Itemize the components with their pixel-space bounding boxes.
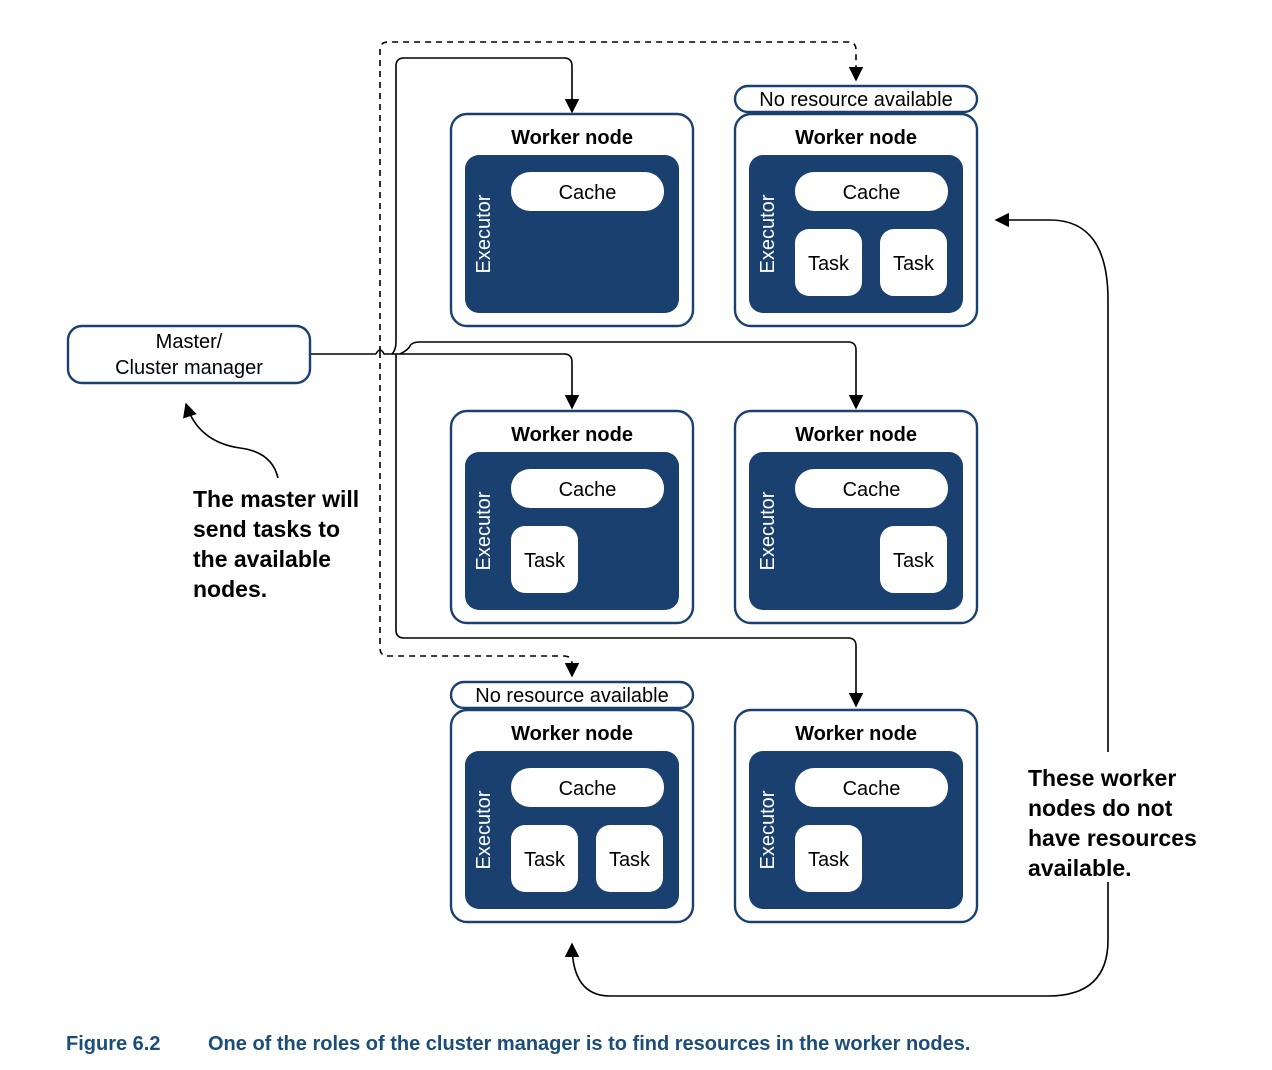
cache-box: [795, 768, 948, 807]
connector-hop: [375, 349, 392, 355]
cache-box: [511, 469, 664, 508]
worker-node-title: Worker node: [795, 127, 917, 149]
no-resource-badge-outline: [733, 84, 979, 114]
cache-box: [511, 768, 664, 807]
solid-connector-mid-right: [399, 341, 864, 410]
no-resource-badge-outline: [449, 680, 695, 710]
worker-note-line: nodes do not: [1028, 795, 1173, 821]
cache-label: Cache: [843, 182, 901, 204]
master-note-arrow: [183, 402, 279, 479]
worker-note-line: available.: [1028, 855, 1132, 881]
solid-connector-bottom-right: [395, 354, 864, 708]
executor-label: Executor: [757, 194, 779, 273]
task-label: Task: [808, 849, 850, 871]
caption-text: One of the roles of the cluster manager …: [208, 1033, 970, 1055]
master-label-line1: Master/: [156, 331, 223, 353]
worker-note-line: have resources: [1028, 825, 1197, 851]
dashed-connector-bottom: [379, 352, 580, 678]
executor-label: Executor: [473, 194, 495, 273]
task-label: Task: [893, 253, 935, 275]
master-note-line: the available: [193, 546, 331, 572]
no-resource-badge: No resource available: [759, 89, 952, 111]
executor-label: Executor: [473, 790, 495, 869]
solid-connector-mid-left: [392, 353, 580, 410]
task-label: Task: [609, 849, 651, 871]
figure-caption: Figure 6.2 One of the roles of the clust…: [66, 1033, 970, 1055]
dashed-connector-top: [379, 41, 864, 352]
task-label: Task: [808, 253, 850, 275]
executor-label: Executor: [757, 491, 779, 570]
task-box: [511, 825, 578, 892]
master-note-line: nodes.: [193, 576, 267, 602]
solid-connector-top-left: [391, 57, 580, 355]
task-box: [596, 825, 663, 892]
master-note: The master will send tasks to the availa…: [193, 486, 359, 602]
no-resource-badge: No resource available: [475, 685, 668, 707]
master-note-line: The master will: [193, 486, 359, 512]
caption-label: Figure 6.2: [66, 1033, 160, 1055]
master-box: Master/ Cluster manager: [66, 324, 312, 385]
worker-node-title: Worker node: [795, 723, 917, 745]
worker-node-title: Worker node: [511, 424, 633, 446]
master-box-outline: [66, 324, 312, 385]
task-box: [795, 825, 862, 892]
worker-node-title: Worker node: [795, 424, 917, 446]
worker-node-title: Worker node: [511, 723, 633, 745]
executor-label: Executor: [757, 790, 779, 869]
worker-note-line: These worker: [1028, 765, 1176, 791]
worker-note: These worker nodes do not have resources…: [1028, 765, 1197, 881]
cache-label: Cache: [843, 778, 901, 800]
task-label: Task: [524, 550, 566, 572]
task-box: [880, 526, 947, 593]
cache-label: Cache: [559, 479, 617, 501]
cache-label: Cache: [559, 182, 617, 204]
worker-note-arrow-down: [564, 882, 1109, 997]
task-label: Task: [524, 849, 566, 871]
executor-label: Executor: [473, 491, 495, 570]
task-box: [795, 229, 862, 296]
task-label: Task: [893, 550, 935, 572]
master-note-line: send tasks to: [193, 516, 340, 542]
master-label-line2: Cluster manager: [115, 357, 263, 379]
task-box: [511, 526, 578, 593]
cache-box: [511, 172, 664, 211]
cache-label: Cache: [559, 778, 617, 800]
cache-box: [795, 469, 948, 508]
worker-node-title: Worker node: [511, 127, 633, 149]
cache-box: [795, 172, 948, 211]
task-box: [880, 229, 947, 296]
cache-label: Cache: [843, 479, 901, 501]
connectors: [183, 41, 1109, 997]
worker-note-arrow-up: [994, 212, 1109, 752]
